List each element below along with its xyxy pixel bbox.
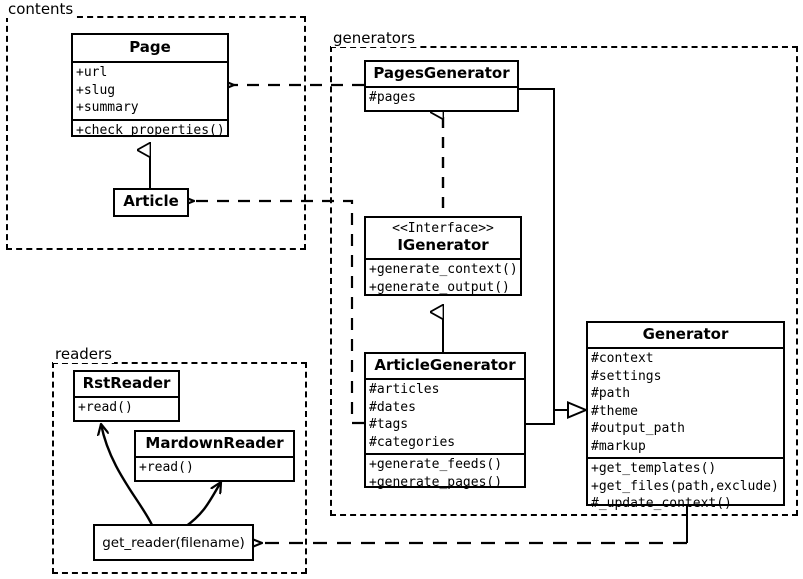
attribute: #settings <box>591 368 662 384</box>
method: +generate_pages() <box>369 474 503 490</box>
package-readers-label: readers <box>53 345 114 363</box>
method: +get_templates() <box>591 461 717 476</box>
function-get-reader[interactable]: get_reader(filename) <box>93 524 254 561</box>
method: #_update_context() <box>591 496 732 511</box>
class-pages-generator-attributes: #pages <box>366 88 517 109</box>
class-rst-reader-title: RstReader <box>75 372 178 398</box>
class-rst-reader[interactable]: RstReader +read() <box>73 370 180 422</box>
class-article-generator-attributes: #articles #dates #tags #categories <box>366 380 524 455</box>
class-article-title: Article <box>123 192 179 210</box>
class-page-methods: +check_properties() <box>73 121 227 142</box>
attribute: #path <box>591 386 631 401</box>
attribute: #categories <box>369 434 456 450</box>
package-generators <box>330 46 798 516</box>
package-contents-label: contents <box>6 0 76 18</box>
attribute: #tags <box>369 417 409 432</box>
class-rst-reader-methods: +read() <box>75 398 178 419</box>
attribute: #markup <box>591 438 646 454</box>
class-pages-generator[interactable]: PagesGenerator #pages <box>364 60 519 112</box>
method: +generate_context() <box>369 262 518 277</box>
attribute: #context <box>591 351 654 366</box>
method: +get_files(path,exclude) <box>591 478 779 494</box>
package-contents <box>6 16 306 250</box>
class-generator-title: Generator <box>588 323 783 349</box>
class-article-generator[interactable]: ArticleGenerator #articles #dates #tags … <box>364 352 526 490</box>
package-generators-label: generators <box>331 29 417 47</box>
dependency-generator-to-getreader <box>262 506 688 543</box>
class-generator-methods: +get_templates() +get_files(path,exclude… <box>588 459 783 515</box>
method: +read() <box>139 460 194 475</box>
attribute: #pages <box>369 90 416 105</box>
method: +read() <box>78 400 133 415</box>
attribute: #theme <box>591 403 638 419</box>
package-readers <box>52 362 307 574</box>
class-page-attributes: +url +slug +summary <box>73 63 227 121</box>
method: +generate_output() <box>369 279 510 295</box>
function-get-reader-label: get_reader(filename) <box>102 534 245 551</box>
attribute: #dates <box>369 399 416 415</box>
class-generator[interactable]: Generator #context #settings #path #them… <box>586 321 785 511</box>
attribute: +url <box>76 65 108 80</box>
attribute: +slug <box>76 82 116 98</box>
class-igenerator[interactable]: <<Interface>> IGenerator +generate_conte… <box>364 216 522 296</box>
class-mardown-reader[interactable]: MardownReader +read() <box>134 430 295 482</box>
class-page[interactable]: Page +url +slug +summary +check_properti… <box>71 33 229 138</box>
attribute: #articles <box>369 382 440 397</box>
generalization-generators-to-generator <box>519 88 589 425</box>
class-igenerator-methods: +generate_context() +generate_output() <box>366 260 520 298</box>
class-igenerator-name: IGenerator <box>397 236 489 254</box>
dependency-articlegenerator-to-article <box>194 201 364 425</box>
attribute: +summary <box>76 100 139 115</box>
class-article-generator-title: ArticleGenerator <box>366 354 524 380</box>
class-mardown-reader-methods: +read() <box>136 458 293 479</box>
method: +check_properties() <box>76 122 225 138</box>
attribute: #output_path <box>591 421 685 436</box>
method: +generate_feeds() <box>369 457 503 472</box>
call-getreader-to-mardownreader <box>184 482 221 528</box>
class-generator-attributes: #context #settings #path #theme #output_… <box>588 349 783 459</box>
class-mardown-reader-title: MardownReader <box>136 432 293 458</box>
class-article-generator-methods: +generate_feeds() +generate_pages() <box>366 455 524 493</box>
class-article[interactable]: Article <box>113 188 189 217</box>
class-igenerator-title: <<Interface>> IGenerator <box>366 218 520 260</box>
class-pages-generator-title: PagesGenerator <box>366 62 517 88</box>
call-getreader-to-rstreader <box>101 424 154 526</box>
class-igenerator-stereotype: <<Interface>> <box>392 221 494 236</box>
class-page-title: Page <box>73 35 227 63</box>
